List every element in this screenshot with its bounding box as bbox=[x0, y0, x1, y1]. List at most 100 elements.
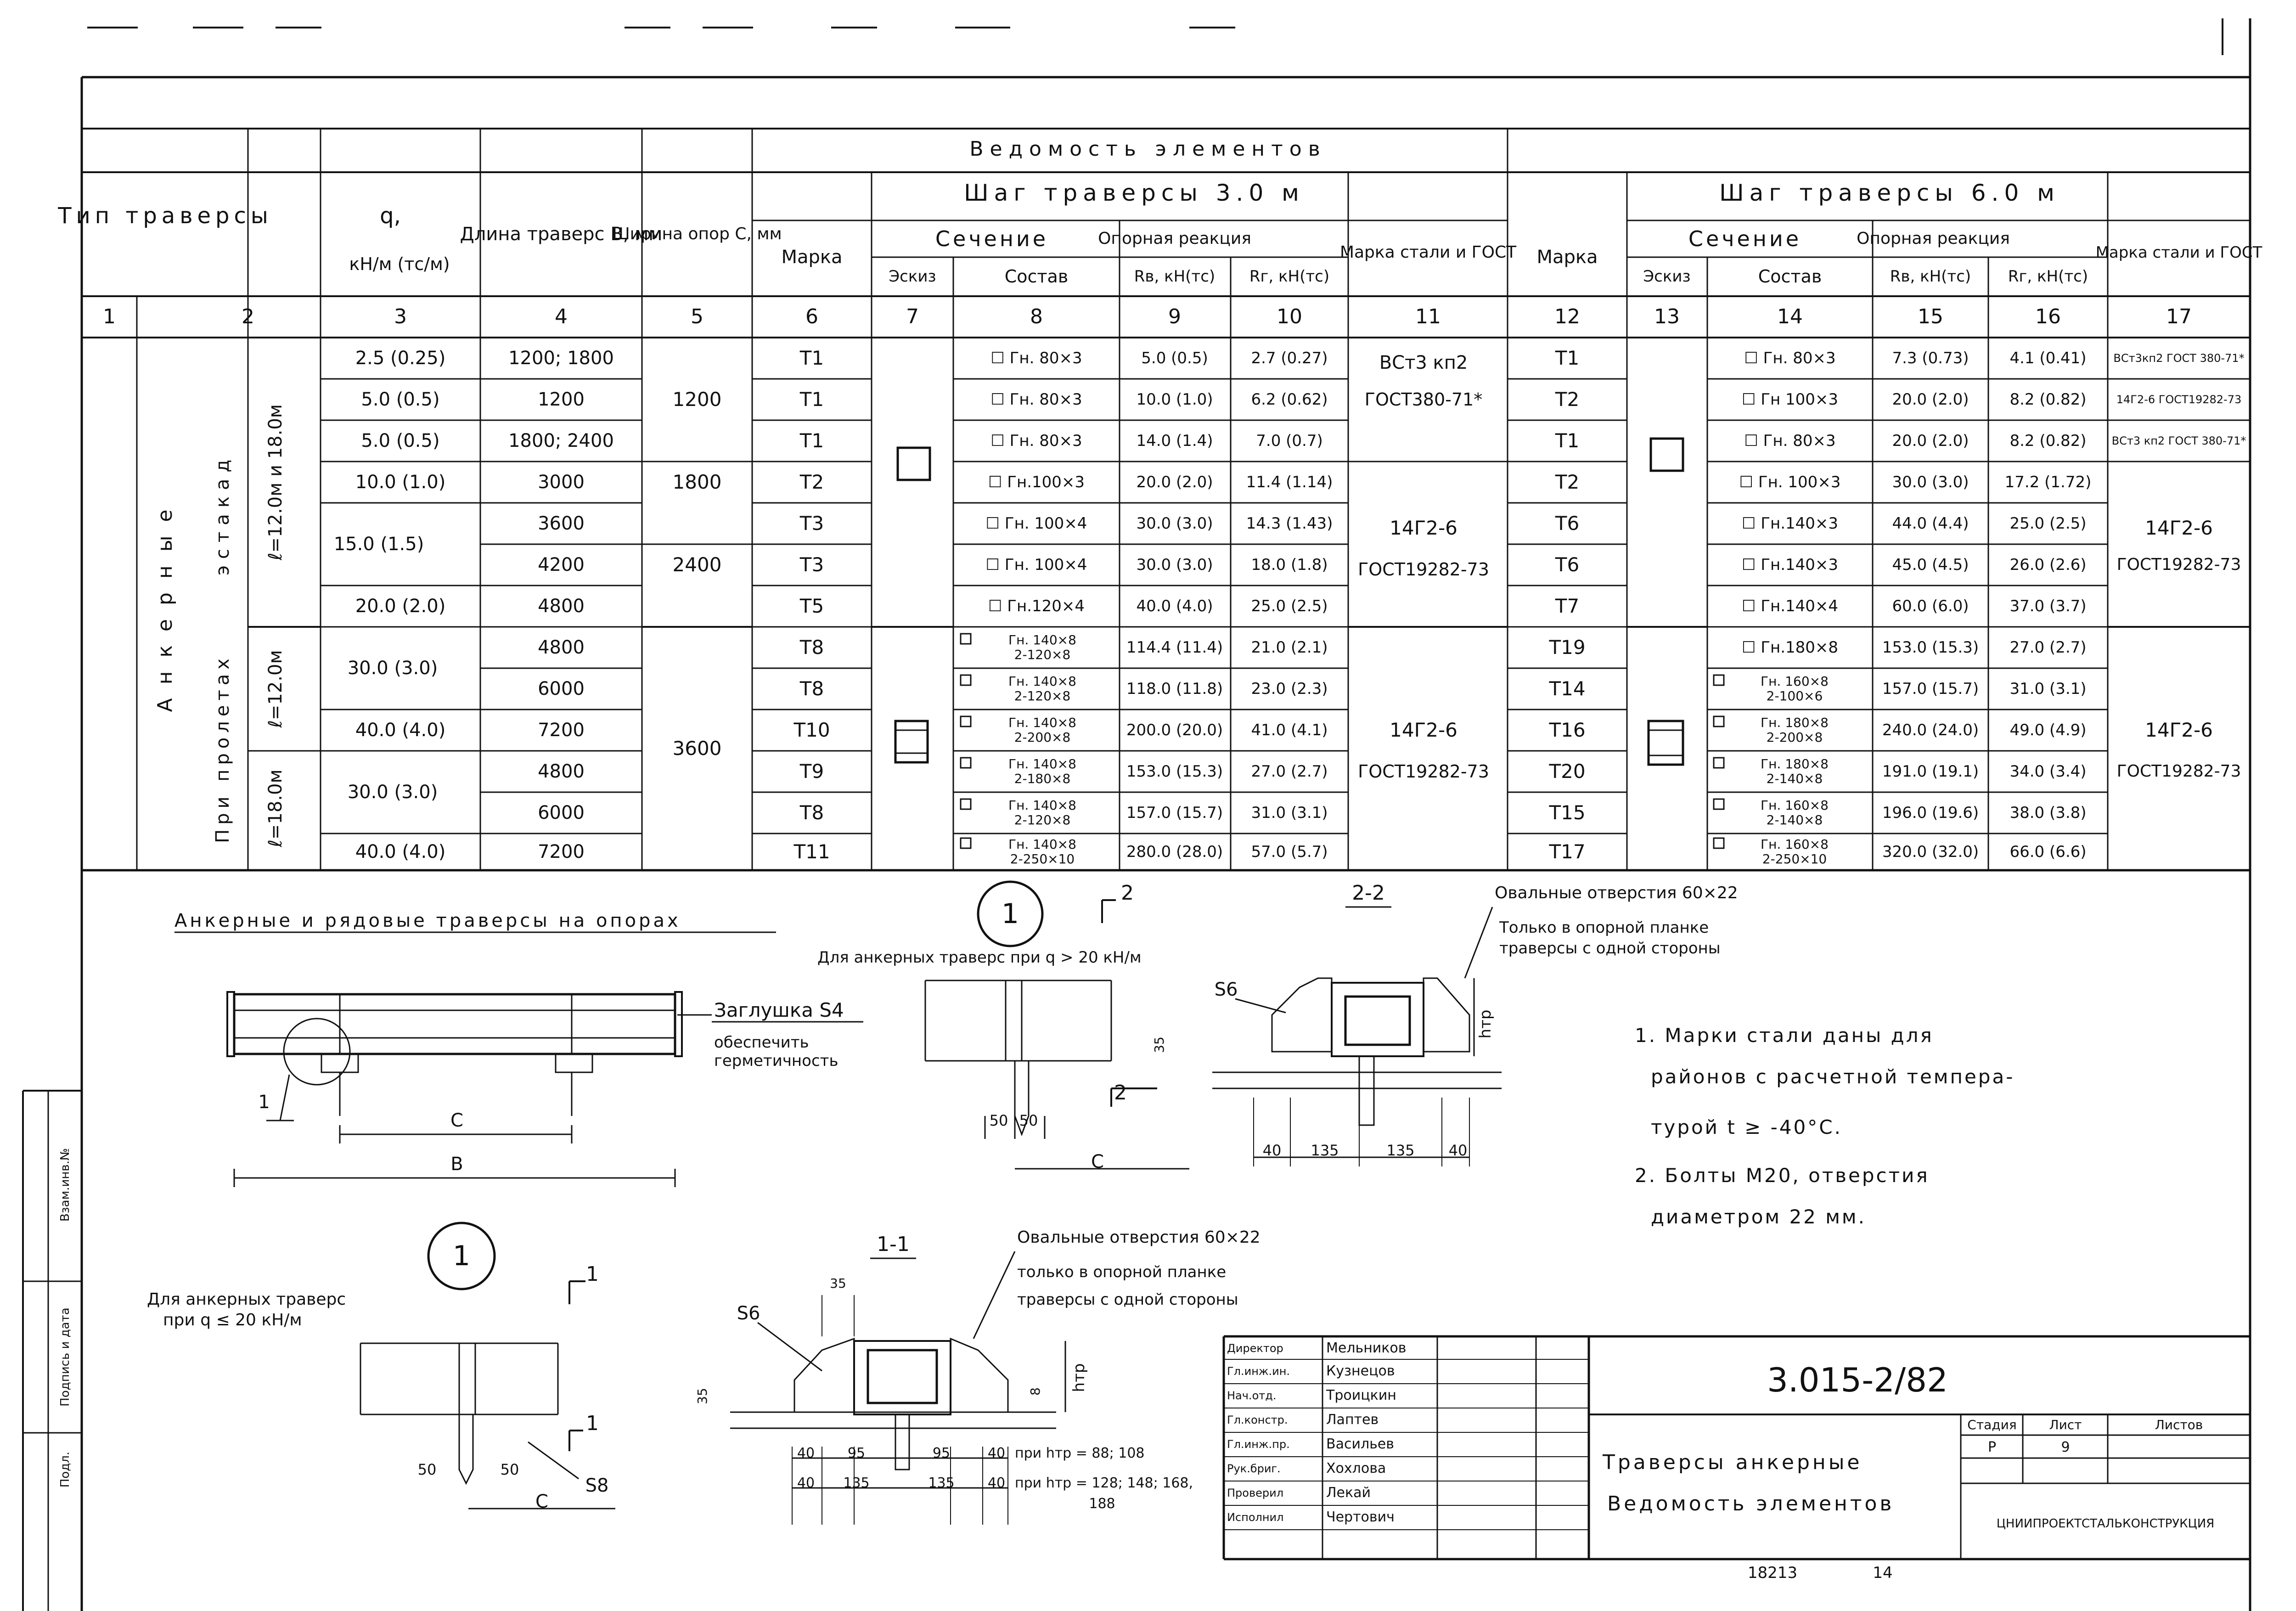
stamp-name: Лаптев bbox=[1326, 1412, 1379, 1428]
cell-b: 3600 bbox=[538, 513, 585, 534]
leader-oval-b bbox=[973, 1251, 1016, 1339]
cell-mark3: Т9 bbox=[799, 760, 824, 783]
header-reac3: Опорная реакция bbox=[1098, 229, 1251, 248]
cell-comp6-a: Гн. 160×8 bbox=[1761, 674, 1829, 689]
sketch-square-small bbox=[896, 446, 931, 481]
stamp-name: Лекай bbox=[1326, 1485, 1371, 1501]
doc-number: 3.015-2/82 bbox=[1767, 1361, 1948, 1399]
note-1-line3: турой t ≥ -40°C. bbox=[1651, 1116, 1842, 1138]
group-estakad: эстакад bbox=[212, 453, 233, 576]
cell-comp6-b: 2-250×10 bbox=[1762, 851, 1827, 867]
header-rv6: Rв, кН(тс) bbox=[1890, 267, 1971, 286]
cell-comp3: ☐ Гн. 80×3 bbox=[990, 349, 1082, 367]
stamp-org: ЦНИИПРОЕКТСТАЛЬКОНСТРУКЦИЯ bbox=[1996, 1517, 2215, 1531]
callout-1-label: 1 bbox=[258, 1092, 270, 1113]
cell-rv3: 20.0 (2.0) bbox=[1136, 473, 1213, 491]
gusset-right bbox=[1423, 977, 1470, 1053]
dim-95: 95 bbox=[847, 1445, 866, 1461]
cell-comp3: ☐ Гн. 80×3 bbox=[990, 390, 1082, 409]
detail-1-circle bbox=[977, 880, 1044, 947]
cell-rv3: 114.4 (11.4) bbox=[1126, 638, 1223, 657]
cell-rg6: 25.0 (2.5) bbox=[2009, 514, 2087, 533]
header-mark3: Марка bbox=[781, 247, 843, 268]
cell-q-merged: 30.0 (3.0) bbox=[347, 782, 438, 803]
section-2-mark: 2 bbox=[1114, 1081, 1127, 1104]
bottom-code: 18213 bbox=[1747, 1564, 1798, 1582]
cell-q: 40.0 (4.0) bbox=[355, 841, 446, 862]
cell-b: 4800 bbox=[538, 596, 585, 617]
drawing-title: Анкерные и рядовые траверсы на опорах bbox=[174, 910, 681, 931]
cell-mark6: Т6 bbox=[1555, 553, 1580, 576]
cell-rv3: 118.0 (11.8) bbox=[1126, 680, 1223, 698]
bolt-22 bbox=[1358, 1055, 1375, 1126]
cell-comp6-a: Гн. 180×8 bbox=[1761, 756, 1829, 772]
cell-comp6-b: 2-140×8 bbox=[1766, 771, 1823, 786]
dim-50: 50 bbox=[1019, 1112, 1038, 1129]
cell-rg6: 38.0 (3.8) bbox=[2009, 804, 2087, 822]
cell-comp6: ☐ Гн.140×3 bbox=[1741, 514, 1839, 533]
sketch-flange bbox=[895, 729, 928, 754]
col-number: 2 bbox=[242, 305, 254, 328]
col-number: 12 bbox=[1554, 305, 1580, 328]
cell-mark3: Т10 bbox=[793, 719, 830, 741]
detail-1-top-title: Для анкерных траверс при q > 20 кН/м bbox=[817, 948, 1142, 967]
stamp-role: Проверил bbox=[1227, 1487, 1284, 1499]
cell-comp3-b: 2-200×8 bbox=[1014, 730, 1071, 745]
dim-40: 40 bbox=[1262, 1142, 1282, 1159]
cell-q: 5.0 (0.5) bbox=[361, 430, 440, 451]
cell-rv6: 240.0 (24.0) bbox=[1882, 721, 1979, 739]
header-sketch6: Эскиз bbox=[1643, 267, 1691, 286]
header-rg6: Rг, кН(тс) bbox=[2008, 267, 2088, 286]
dim-40: 40 bbox=[987, 1445, 1006, 1461]
leader bbox=[1235, 998, 1286, 1014]
cell-rg3: 6.2 (0.62) bbox=[1251, 390, 1328, 409]
cell-rv3: 14.0 (1.4) bbox=[1136, 432, 1213, 450]
detail-1-number: 1 bbox=[1001, 898, 1019, 930]
cell-mark3: Т8 bbox=[799, 801, 824, 824]
leader-oval bbox=[1464, 907, 1493, 979]
cell-steel6: 14Г2-6 bbox=[2145, 517, 2213, 539]
cell-rg3: 11.4 (1.14) bbox=[1246, 473, 1333, 491]
htr-note-1: при hтр = 88; 108 bbox=[1015, 1445, 1145, 1461]
dim-50: 50 bbox=[500, 1461, 519, 1478]
col-number: 3 bbox=[394, 305, 407, 328]
table-title: Ведомость элементов bbox=[969, 137, 1327, 161]
stamp-role: Гл.инж.пр. bbox=[1227, 1438, 1290, 1451]
header-rg3: Rг, кН(тс) bbox=[1249, 267, 1330, 286]
d1-bolt bbox=[999, 1060, 1030, 1137]
cell-b: 6000 bbox=[538, 802, 585, 823]
gusset-right-b bbox=[950, 1337, 1009, 1413]
header-steel3: Марка стали и ГОСТ bbox=[1339, 243, 1517, 262]
oval-label-bottom: Овальные отверстия 60×22 bbox=[1017, 1228, 1261, 1247]
dim-40: 40 bbox=[1448, 1142, 1468, 1159]
cell-comp6: ☐ Гн. 100×3 bbox=[1739, 473, 1841, 491]
section-box bbox=[1331, 982, 1424, 1057]
cell-rg3: 23.0 (2.3) bbox=[1251, 680, 1328, 698]
dim-50: 50 bbox=[417, 1461, 437, 1478]
dim-htr: hтр bbox=[1476, 1009, 1495, 1039]
end-plate bbox=[226, 991, 235, 1057]
cell-b: 4800 bbox=[538, 637, 585, 658]
stamp-sheet-h: Лист bbox=[2049, 1417, 2082, 1432]
cell-rv6: 157.0 (15.7) bbox=[1882, 680, 1979, 698]
cell-c: 1200 bbox=[672, 388, 722, 411]
cell-steel6: 14Г2-6 ГОСТ19282-73 bbox=[2116, 393, 2242, 406]
checkbox-square bbox=[960, 633, 972, 645]
checkbox-square bbox=[1713, 674, 1725, 686]
cell-rg3: 14.3 (1.43) bbox=[1246, 514, 1333, 533]
stamp-name: Троицкин bbox=[1326, 1387, 1396, 1403]
cell-comp3-a: Гн. 140×8 bbox=[1008, 837, 1076, 852]
cell-rg6: 34.0 (3.4) bbox=[2009, 762, 2087, 781]
header-comp6: Состав bbox=[1758, 266, 1822, 287]
col-number: 7 bbox=[906, 305, 919, 328]
cell-mark6: Т17 bbox=[1549, 840, 1586, 863]
cell-rv3: 153.0 (15.3) bbox=[1126, 762, 1223, 781]
cell-rg6: 8.2 (0.82) bbox=[2009, 390, 2087, 409]
plug-label: Заглушка S4 bbox=[714, 999, 844, 1021]
note-2-line1: 2. Болты М20, отверстия bbox=[1635, 1164, 1930, 1187]
dim-135: 135 bbox=[1311, 1142, 1339, 1159]
cell-b: 1800; 2400 bbox=[508, 430, 614, 451]
cell-rv3: 30.0 (3.0) bbox=[1136, 514, 1213, 533]
cell-b: 4800 bbox=[538, 761, 585, 782]
header-section3: Сечение bbox=[935, 226, 1049, 251]
